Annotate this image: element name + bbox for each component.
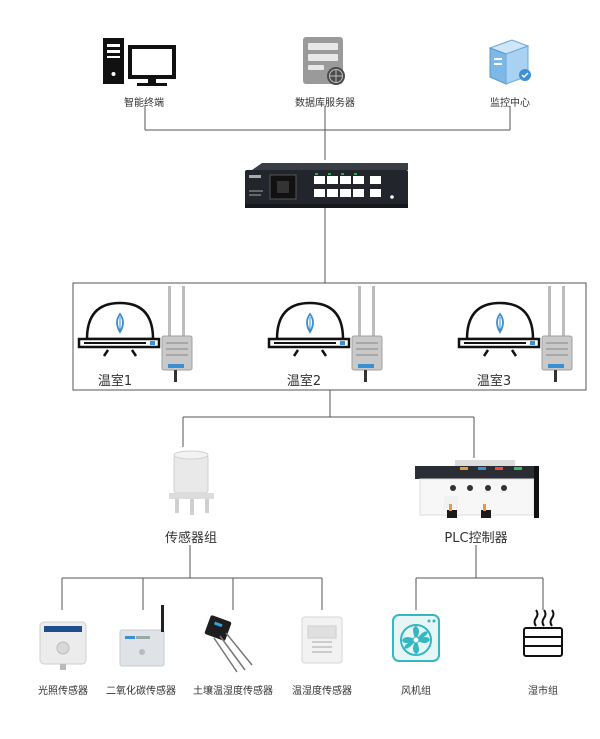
network-switch-icon xyxy=(245,163,408,208)
greenhouse-3-devices xyxy=(457,286,573,382)
wireless-gateway-icon xyxy=(541,286,573,382)
greenhouse-dome-icon xyxy=(267,301,351,357)
temp-humidity-sensor-label: 温湿度传感器 xyxy=(292,686,352,697)
greenhouse-dome-icon xyxy=(77,301,161,357)
humidifier-group-label: 湿市组 xyxy=(528,686,558,697)
desktop-computer-icon xyxy=(103,38,176,86)
db-server-label: 数据库服务器 xyxy=(295,98,355,109)
greenhouse-1-devices xyxy=(77,286,193,382)
monitoring-server-icon xyxy=(488,39,531,85)
soil-sensor-label: 土壤温湿度传感器 xyxy=(193,686,273,697)
monitor-center-label: 监控中心 xyxy=(490,98,530,109)
greenhouse-dome-icon xyxy=(457,301,541,357)
greenhouse-2-devices xyxy=(267,286,383,382)
terminal-label: 智能终端 xyxy=(124,98,164,109)
greenhouse-label-3: 温室3 xyxy=(476,374,512,389)
light-sensor-label: 光照传感器 xyxy=(38,686,88,697)
sensor-group-label: 传感器组 xyxy=(164,531,218,546)
temp-humidity-sensor-icon xyxy=(301,616,343,664)
greenhouse-zone-frame xyxy=(72,282,587,391)
fan-icon xyxy=(392,614,440,662)
humidifier-icon xyxy=(523,609,563,657)
connector-lines xyxy=(61,106,544,610)
wireless-gateway-icon xyxy=(351,286,383,382)
wireless-gateway-icon xyxy=(161,286,193,382)
greenhouse-label-2: 温室2 xyxy=(286,374,322,389)
co2-sensor-icon xyxy=(119,605,165,667)
plc-controller-label: PLC控制器 xyxy=(444,531,508,546)
co2-sensor-label: 二氧化碳传感器 xyxy=(106,686,176,697)
fan-group-label: 风机组 xyxy=(401,686,431,697)
database-server-icon xyxy=(303,37,345,85)
greenhouse-label-1: 温室1 xyxy=(97,374,133,389)
soil-sensor-icon xyxy=(204,615,253,673)
light-sensor-icon xyxy=(39,621,87,670)
sensor-group-icon xyxy=(169,450,214,515)
plc-controller-icon xyxy=(415,460,539,518)
